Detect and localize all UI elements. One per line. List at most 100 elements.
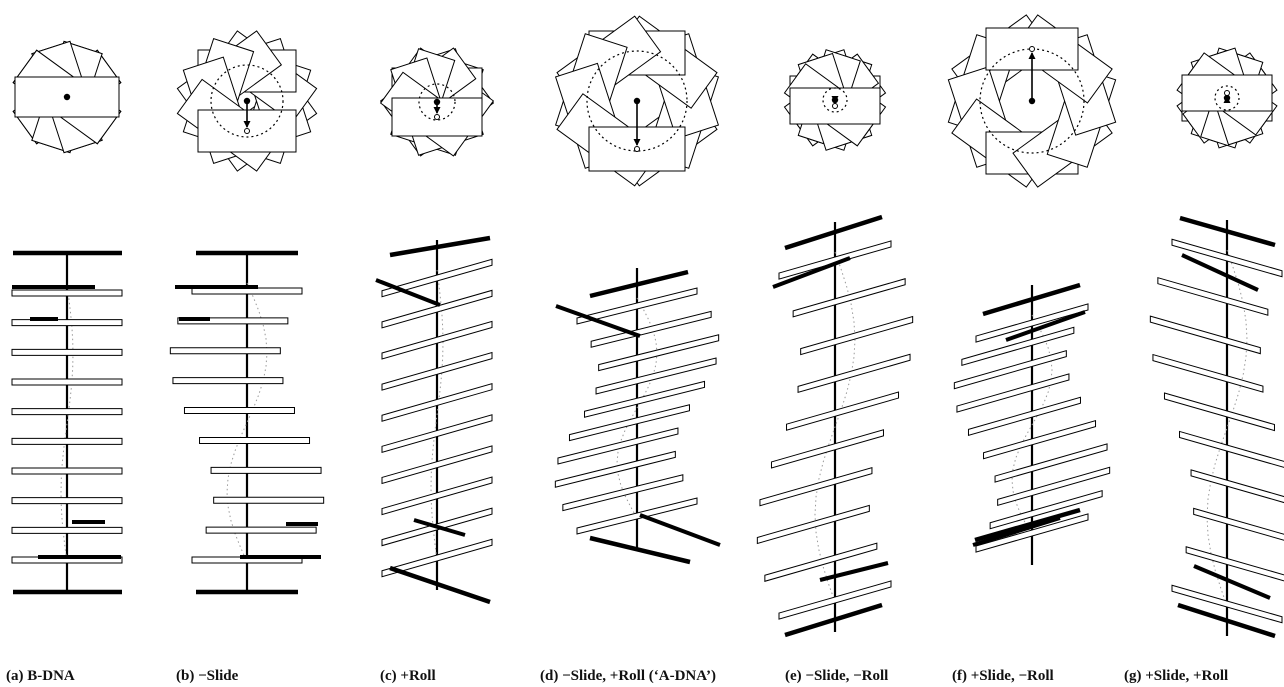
base-pair-plate [568, 404, 690, 442]
end-bar [589, 269, 689, 299]
base-pair-plate [997, 466, 1111, 507]
offset-point [634, 146, 640, 152]
base-pair-plate [11, 526, 123, 534]
base-pair-plate [797, 353, 911, 394]
base-pair-plate [983, 419, 1097, 460]
end-bar [784, 214, 883, 251]
caption-f: (f) +Slide, −Roll [952, 668, 1054, 684]
base-pair-plate [975, 513, 1089, 553]
strand-edge [639, 513, 721, 547]
base-pair-plate [11, 467, 123, 475]
end-bar [389, 565, 491, 605]
base-pair-plate [590, 310, 712, 348]
top-views-row [12, 14, 1278, 188]
base-pair-plate [1149, 315, 1261, 355]
strand-edge [1193, 564, 1271, 600]
base-pair-plate [800, 315, 914, 356]
backbone-trace [814, 251, 856, 603]
side-views-row [11, 214, 1284, 639]
base-pair-plate [956, 373, 1070, 413]
base-pair-plate [199, 436, 311, 444]
arrow-head [433, 107, 441, 114]
base-pair-plate [778, 240, 892, 280]
base-pair-plate [1163, 392, 1275, 432]
base-pair-plate [11, 378, 123, 386]
top-view-c [379, 47, 495, 157]
base-pair-plate [381, 289, 493, 329]
strand-edge [972, 516, 1061, 547]
base-pair-plate [11, 348, 123, 356]
base-pair-plate [576, 287, 698, 325]
base-pair-plate [210, 466, 322, 474]
top-view-f [947, 14, 1117, 188]
offset-point [1224, 90, 1230, 96]
base-pair-plate [381, 414, 493, 453]
side-view-b [169, 250, 325, 595]
end-bar [1177, 602, 1276, 639]
base-pair-plate [989, 489, 1103, 530]
base-pair-plate [381, 476, 493, 516]
base-pair-plate [11, 497, 123, 505]
base-pair-plate [213, 496, 325, 504]
offset-point [1029, 46, 1035, 52]
backbone-trace [226, 282, 268, 563]
base-pair-plate [770, 429, 884, 469]
end-bar [974, 507, 1081, 543]
base-pair-plate [381, 445, 493, 485]
base-pair-plate [756, 504, 870, 545]
base-pair-plate [598, 334, 720, 372]
strand-edge [375, 278, 441, 307]
base-pair-plate [961, 326, 1075, 367]
strand-edge [555, 304, 641, 338]
top-view-a [12, 40, 122, 154]
helix-axis-circle [210, 64, 284, 138]
helix-axis-circle [1214, 85, 1240, 111]
caption-c: (c) +Roll [380, 668, 436, 684]
base-pair-plate [759, 466, 873, 507]
base-pair-plate [792, 278, 906, 318]
base-pair-plate [11, 289, 123, 297]
helix-axis-circle [979, 48, 1085, 154]
backbone-trace [1011, 314, 1053, 536]
base-pair-plate [557, 427, 679, 465]
captions-row: (a) B-DNA (b) −Slide (c) +Roll (d) −Slid… [6, 668, 1228, 684]
base-pair-plate [1157, 277, 1269, 316]
top-view-b [176, 30, 318, 172]
strand-edge [1181, 253, 1259, 292]
end-bar [1179, 215, 1276, 248]
base-pair-plate [11, 437, 123, 445]
base-pair-plate [381, 258, 493, 298]
end-bar [784, 602, 883, 638]
arrow-head [831, 96, 839, 103]
top-view-e [783, 49, 887, 151]
top-view-d [554, 15, 720, 187]
base-pair-plate [11, 408, 123, 416]
end-bar [589, 535, 691, 565]
base-pair-plate [169, 347, 281, 355]
end-bar [982, 282, 1081, 317]
backbone-trace [616, 297, 658, 519]
base-pair-plate [953, 349, 1067, 390]
offset-point [434, 114, 440, 120]
base-pair-plate [1185, 546, 1284, 582]
base-pair-plate [562, 474, 684, 512]
base-pair-plate [191, 287, 303, 295]
base-pair-plate [584, 380, 706, 418]
helix-axis-circle [586, 50, 688, 152]
base-pair-plate [1190, 469, 1284, 504]
caption-g: (g) +Slide, +Roll [1124, 668, 1228, 684]
arrow-head [1028, 52, 1036, 59]
side-view-d [554, 268, 721, 565]
strand-edge [772, 256, 851, 289]
arrow-head [1223, 96, 1231, 103]
offset-point [832, 103, 838, 109]
side-view-f [953, 282, 1111, 565]
base-pair-plate [1171, 584, 1283, 624]
caption-a: (a) B-DNA [6, 668, 75, 684]
strand-edge [413, 518, 466, 537]
base-pair-plate [554, 450, 676, 488]
base-pair-plate [11, 319, 123, 327]
caption-b: (b) −Slide [176, 668, 239, 684]
end-bar [389, 235, 491, 258]
